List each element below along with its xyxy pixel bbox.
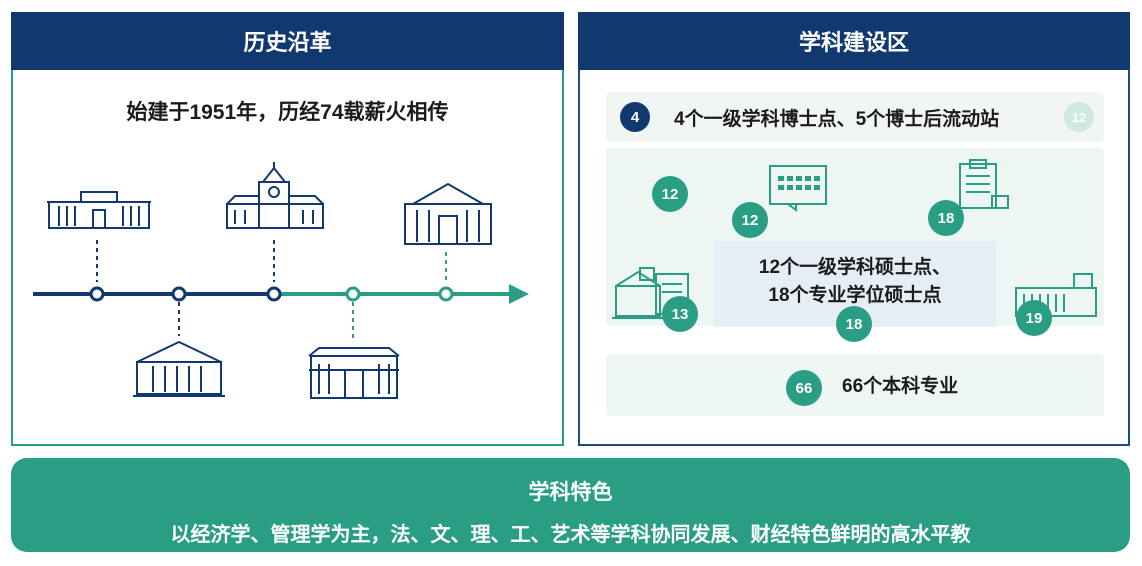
faded-badge: 12: [1064, 102, 1094, 132]
bachelor-badge: 66: [786, 370, 822, 406]
history-panel: 历史沿革 始建于1951年，历经74载薪火相传: [11, 12, 564, 446]
doctor-row: [606, 92, 1104, 142]
badge-18-b: 18: [836, 306, 872, 342]
document-icon: [959, 159, 1009, 209]
master-text: 12个一级学科硕士点、 18个专业学位硕士点: [714, 254, 996, 310]
history-title: 历史沿革: [11, 12, 564, 70]
master-line-2: 18个专业学位硕士点: [768, 285, 942, 306]
badge-12-a: 12: [652, 176, 688, 212]
feature-title: 学科特色: [528, 481, 613, 504]
discipline-panel: 学科建设区 4 4个一级学科博士点、5个博士后流动站 12: [578, 12, 1130, 446]
classic-building-icon: [404, 182, 492, 245]
history-summary: 始建于1951年，历经74载薪火相传: [126, 101, 449, 124]
master-line-1: 12个一级学科硕士点、: [758, 257, 952, 278]
bachelor-text: 66个本科专业: [842, 376, 959, 397]
badge-18-a: 18: [928, 200, 964, 236]
badge-19: 19: [1016, 300, 1052, 336]
bachelor-row: [606, 354, 1104, 416]
building-icon: [47, 191, 151, 229]
feature-text: 以经济学、管理学为主，法、文、理、工、艺术等学科协同发展、财经特色鲜明的高水平教: [170, 524, 971, 546]
columned-hall-icon: [133, 340, 225, 397]
billboard-icon: [769, 165, 827, 212]
timeline: [33, 162, 529, 399]
feature-banner: 学科特色 以经济学、管理学为主，法、文、理、工、艺术等学科协同发展、财经特色鲜明…: [11, 458, 1130, 552]
discipline-title: 学科建设区: [578, 12, 1130, 70]
badge-13: 13: [662, 296, 698, 332]
badge-12-b: 12: [732, 202, 768, 238]
clock-tower-icon: [226, 162, 324, 229]
doctor-badge: 4: [620, 102, 650, 132]
doctor-text: 4个一级学科博士点、5个博士后流动站: [674, 109, 1000, 130]
library-icon: [308, 347, 400, 399]
